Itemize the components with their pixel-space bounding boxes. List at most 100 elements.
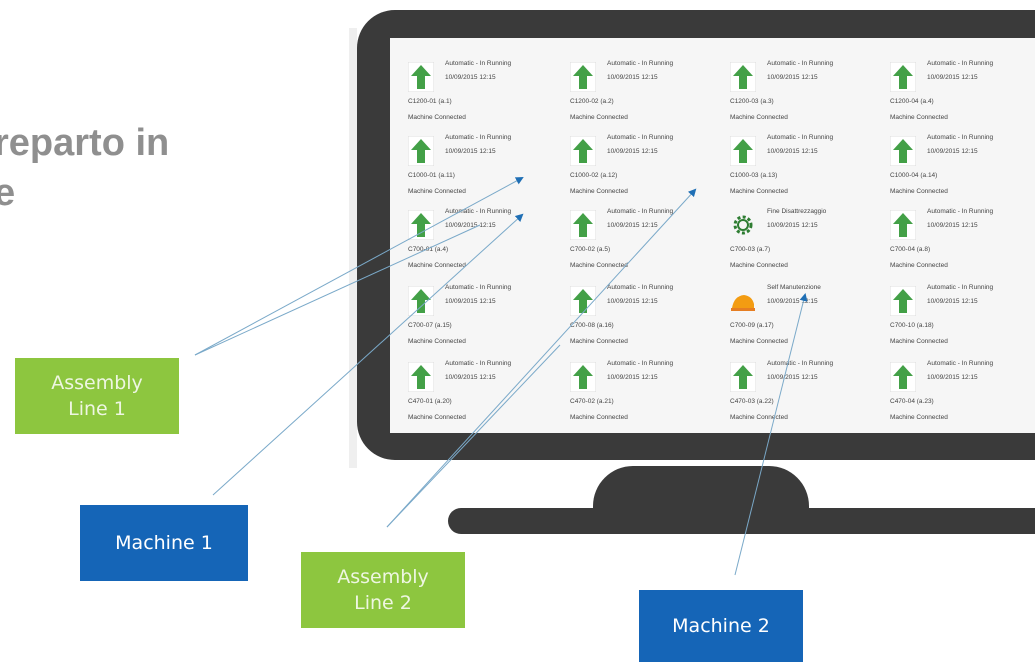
arrow-up-icon [569, 209, 597, 241]
machine-status: Automatic - In Running [607, 208, 674, 215]
machine-status: Automatic - In Running [927, 360, 994, 367]
machine-id: C700-01 (a.4) [408, 246, 449, 253]
arrow-up-icon [569, 285, 597, 317]
machine-connection: Machine Connected [730, 262, 788, 269]
machine-status: Automatic - In Running [927, 134, 994, 141]
machine-id: C1000-02 (a.12) [570, 172, 618, 179]
machine-connection: Machine Connected [408, 262, 466, 269]
machine-status: Automatic - In Running [927, 208, 994, 215]
machine-timestamp: 10/09/2015 12:15 [927, 148, 978, 155]
machine-status: Automatic - In Running [767, 60, 834, 67]
machine-timestamp: 10/09/2015 12:15 [607, 148, 658, 155]
machine-connection: Machine Connected [730, 414, 788, 421]
slide-title-line-1: reparto in [0, 122, 170, 164]
monitor-stand-base [448, 508, 1035, 534]
machine-id: C1000-01 (a.11) [408, 172, 455, 179]
arrow-up-icon [729, 361, 757, 393]
machine-status: Self Manutenzione [767, 284, 821, 291]
machine-id: C700-07 (a.15) [408, 322, 452, 329]
machine-connection: Machine Connected [890, 414, 948, 421]
machine-id: C470-04 (a.23) [890, 398, 934, 405]
machine-status: Automatic - In Running [445, 284, 512, 291]
arrow-up-icon [889, 285, 917, 317]
assembly-line-1-label-line-1: Assembly [51, 372, 143, 394]
machine-status: Automatic - In Running [607, 134, 674, 141]
machine-status: Automatic - In Running [445, 208, 512, 215]
machine-connection: Machine Connected [570, 414, 628, 421]
connector-assembly-line-1-b [194, 224, 481, 356]
machine-timestamp: 10/09/2015 12:15 [445, 74, 496, 81]
machine-timestamp: 10/09/2015 12:15 [767, 298, 818, 305]
arrow-up-icon [729, 61, 757, 93]
machine-connection: Machine Connected [408, 188, 466, 195]
machine-status: Automatic - In Running [607, 360, 674, 367]
machine-connection: Machine Connected [730, 114, 788, 121]
assembly-line-2-label-line-1: Assembly [337, 566, 429, 588]
arrow-up-icon [569, 135, 597, 167]
machine-id: C700-04 (a.8) [890, 246, 931, 253]
machine-id: C700-09 (a.17) [730, 322, 774, 329]
machine-timestamp: 10/09/2015 12:15 [767, 74, 818, 81]
machine-id: C1200-03 (a.3) [730, 98, 774, 105]
machine-status: Automatic - In Running [927, 284, 994, 291]
arrow-up-icon [889, 209, 917, 241]
machine-id: C1000-03 (a.13) [730, 172, 778, 179]
machine-timestamp: 10/09/2015 12:15 [767, 222, 818, 229]
machine-connection: Machine Connected [408, 414, 466, 421]
arrow-up-icon [407, 209, 435, 241]
connector-machine-1 [212, 213, 524, 496]
maintenance-icon [730, 286, 756, 316]
slide-title: reparto in e [0, 118, 169, 218]
arrow-up-icon [889, 135, 917, 167]
machine-connection: Machine Connected [570, 188, 628, 195]
machine-timestamp: 10/09/2015 12:15 [927, 222, 978, 229]
arrow-up-icon [407, 361, 435, 393]
machine-connection: Machine Connected [730, 188, 788, 195]
machine-connection: Machine Connected [408, 114, 466, 121]
machine-connection: Machine Connected [890, 188, 948, 195]
arrow-up-icon [407, 285, 435, 317]
machine-timestamp: 10/09/2015 12:15 [927, 374, 978, 381]
machine-status: Automatic - In Running [445, 134, 512, 141]
machine-connection: Machine Connected [570, 114, 628, 121]
machine-connection: Machine Connected [890, 338, 948, 345]
machine-2-label-text: Machine 2 [672, 615, 770, 637]
machine-status: Automatic - In Running [927, 60, 994, 67]
machine-connection: Machine Connected [570, 338, 628, 345]
assembly-line-1-label-line-2: Line 1 [68, 398, 126, 420]
machine-id: C700-02 (a.5) [570, 246, 611, 253]
machine-timestamp: 10/09/2015 12:15 [767, 374, 818, 381]
assembly-line-2-label-line-2: Line 2 [354, 592, 412, 614]
machine-status: Automatic - In Running [767, 134, 834, 141]
arrow-up-icon [889, 61, 917, 93]
machine-id: C700-03 (a.7) [730, 246, 771, 253]
machine-connection: Machine Connected [890, 114, 948, 121]
machine-timestamp: 10/09/2015 12:15 [445, 222, 496, 229]
arrow-up-icon [407, 61, 435, 93]
gear-icon [730, 210, 756, 240]
connector-assembly-line-2-b [386, 344, 561, 528]
machine-timestamp: 10/09/2015 12:15 [445, 374, 496, 381]
slide-title-line-2: e [0, 172, 16, 214]
